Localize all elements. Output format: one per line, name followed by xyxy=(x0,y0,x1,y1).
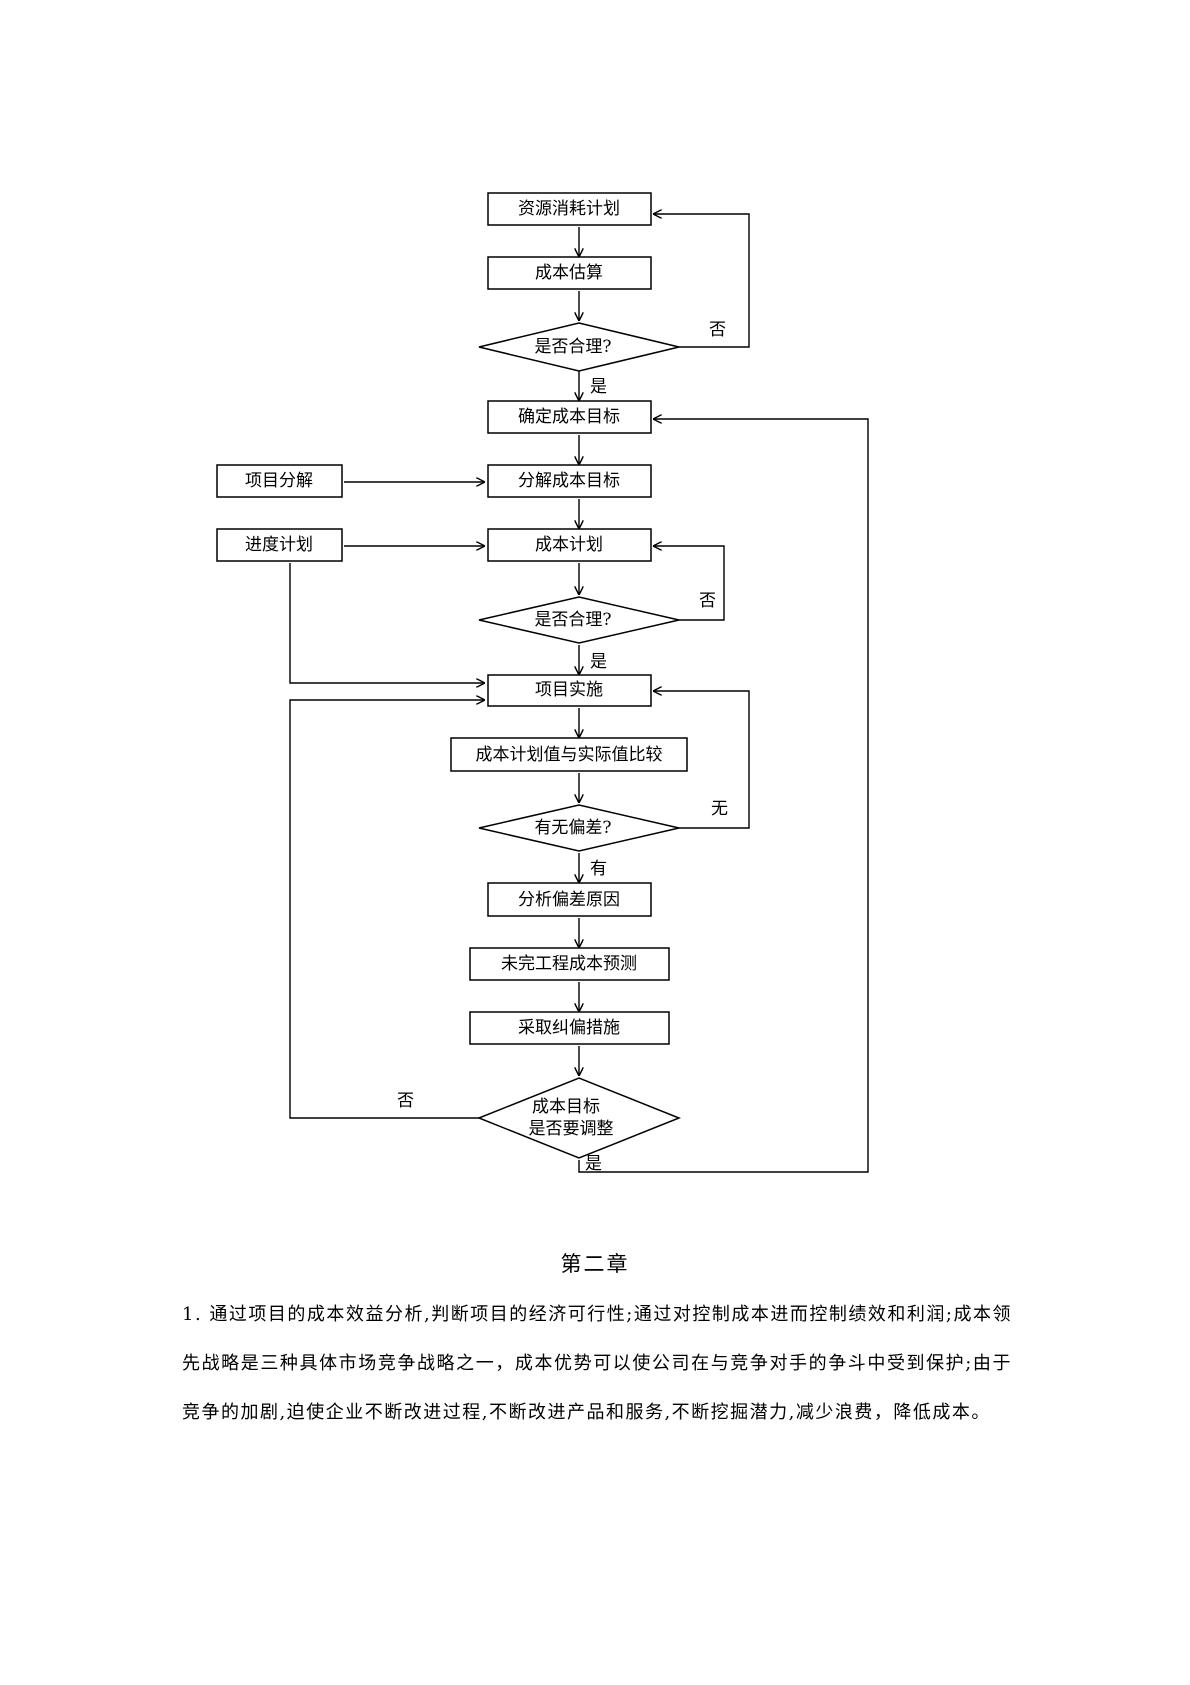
node-analyze-cause: 分析偏差原因 xyxy=(487,882,652,917)
node-schedule-plan: 进度计划 xyxy=(216,528,343,562)
decision-adjust-target-line2: 是否要调整 xyxy=(529,1119,614,1139)
edge-label-yes-2: 是 xyxy=(590,652,607,672)
node-project-breakdown: 项目分解 xyxy=(216,464,343,498)
decision-reasonable-2-label: 是否合理? xyxy=(534,610,611,630)
node-project-breakdown-label: 项目分解 xyxy=(245,471,313,491)
node-resource-plan-label: 资源消耗计划 xyxy=(518,199,620,219)
chapter-title: 第二章 xyxy=(560,1252,630,1276)
edge-label-no-2: 否 xyxy=(699,591,716,611)
edge-label-no-1: 否 xyxy=(709,320,726,340)
decision-adjust-target: 成本目标 是否要调整 xyxy=(476,1077,682,1159)
edge-label-yes-3: 是 xyxy=(585,1154,602,1174)
decision-reasonable-1-label: 是否合理? xyxy=(534,337,611,357)
edge-label-no-3: 否 xyxy=(397,1091,414,1111)
node-resource-plan: 资源消耗计划 xyxy=(487,192,652,226)
node-forecast-label: 未完工程成本预测 xyxy=(501,954,637,974)
node-decompose-target-label: 分解成本目标 xyxy=(518,471,620,491)
node-implement-label: 项目实施 xyxy=(535,680,603,700)
node-schedule-plan-label: 进度计划 xyxy=(245,535,313,555)
node-compare-label: 成本计划值与实际值比较 xyxy=(476,745,663,765)
node-compare: 成本计划值与实际值比较 xyxy=(450,737,688,772)
node-implement: 项目实施 xyxy=(487,674,652,707)
edge-label-yes-1: 是 xyxy=(590,377,607,397)
node-set-target: 确定成本目标 xyxy=(487,400,652,434)
body-paragraph: 1. 通过项目的成本效益分析,判断项目的经济可行性;通过对控制成本进而控制绩效和… xyxy=(182,1304,1012,1423)
decision-deviation-label: 有无偏差? xyxy=(534,818,611,838)
node-forecast: 未完工程成本预测 xyxy=(469,947,670,981)
node-set-target-label: 确定成本目标 xyxy=(518,407,620,427)
edge-label-has: 有 xyxy=(590,859,607,879)
node-cost-estimate-label: 成本估算 xyxy=(535,263,603,283)
node-decompose-target: 分解成本目标 xyxy=(487,464,652,498)
cost-control-flowchart: 资源消耗计划 成本估算 是否合理? 确定成本目标 项目分解 分解成本目标 进度计… xyxy=(216,192,869,1174)
node-cost-estimate: 成本估算 xyxy=(487,256,652,290)
node-analyze-cause-label: 分析偏差原因 xyxy=(518,890,620,910)
edge-label-none: 无 xyxy=(711,799,728,819)
node-corrective: 采取纠偏措施 xyxy=(469,1011,670,1045)
decision-deviation: 有无偏差? xyxy=(478,804,680,852)
decision-reasonable-1: 是否合理? xyxy=(478,322,680,372)
flowchart-edge-labels: 否 是 否 是 无 有 否 是 xyxy=(397,320,728,1174)
decision-reasonable-2: 是否合理? xyxy=(478,596,680,644)
decision-adjust-target-line1: 成本目标 xyxy=(532,1097,600,1117)
node-cost-plan-label: 成本计划 xyxy=(535,535,603,555)
flowchart-edges xyxy=(289,214,869,1173)
node-corrective-label: 采取纠偏措施 xyxy=(518,1018,620,1038)
node-cost-plan: 成本计划 xyxy=(487,528,652,562)
